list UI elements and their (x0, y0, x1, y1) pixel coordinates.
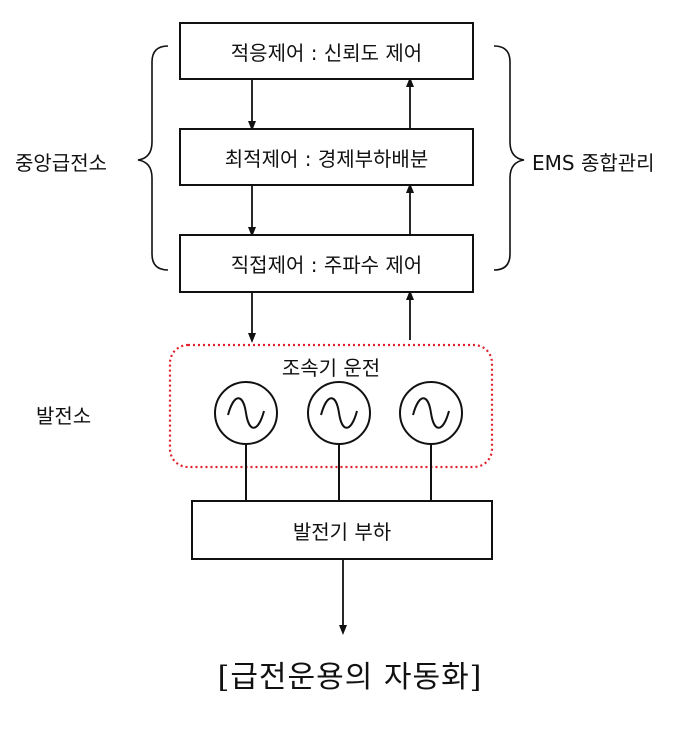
adaptive-control-label: 적응제어 : 신뢰도 제어 (230, 40, 423, 65)
ems-label: EMS 종합관리 (532, 151, 655, 175)
ac-generator-icon (214, 381, 278, 445)
direct-control-label: 직접제어 : 주파수 제어 (230, 253, 423, 277)
generator-load-label: 발전기 부하 (292, 519, 392, 544)
ac-generator-icon (399, 381, 463, 445)
governor-region (168, 343, 494, 469)
central-dispatch-label: 중앙급전소 (15, 151, 107, 175)
ac-generator-icon (307, 381, 371, 445)
direct-control-box: 직접제어 : 주파수 제어 (179, 234, 474, 293)
right-brace (493, 45, 525, 271)
optimal-control-label: 최적제어 : 경제부하배분 (224, 146, 429, 171)
governor-operation-label: 조속기 운전 (281, 356, 381, 380)
generator-load-box: 발전기 부하 (191, 500, 493, 560)
adaptive-control-box: 적응제어 : 신뢰도 제어 (179, 22, 474, 80)
optimal-control-box: 최적제어 : 경제부하배분 (179, 128, 474, 186)
figure-caption: [급전운용의 자동화] (217, 660, 483, 695)
power-plant-label: 발전소 (36, 404, 92, 428)
left-brace (137, 45, 169, 271)
